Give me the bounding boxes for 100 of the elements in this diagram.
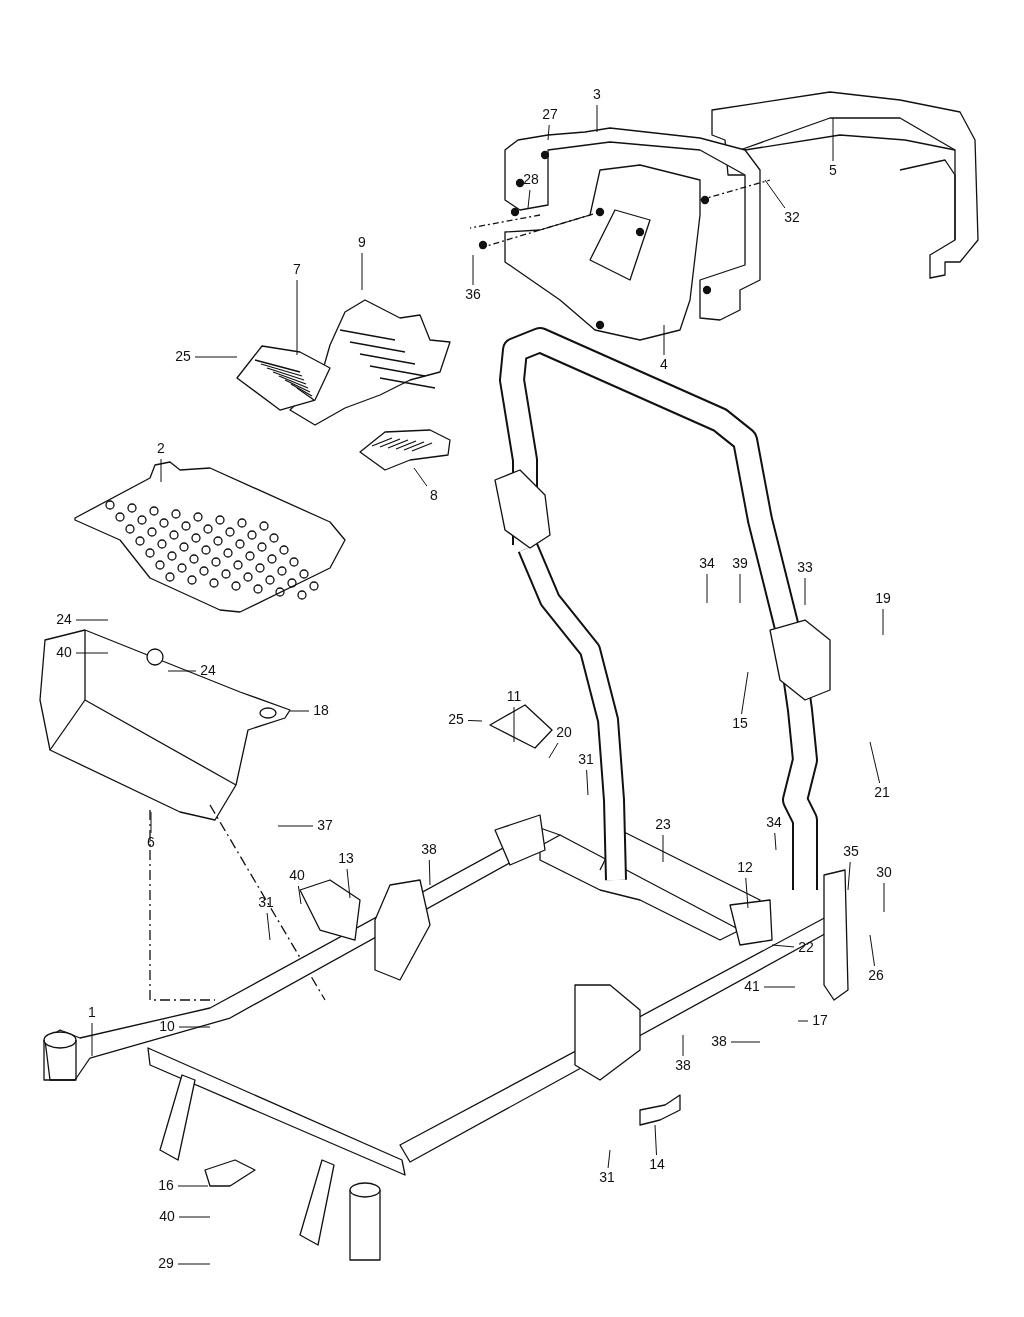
leader-line: [178, 1216, 211, 1218]
leader-line: [883, 882, 885, 913]
callout-number: 15: [728, 715, 752, 733]
leader-line: [774, 832, 777, 851]
callout-number: 20: [552, 724, 576, 742]
callout-number: 10: [155, 1018, 179, 1036]
callout-number: 11: [502, 688, 526, 706]
callout-number: 19: [871, 590, 895, 608]
callout-number: 35: [839, 843, 863, 861]
leader-line: [177, 1263, 211, 1265]
callout-number: 12: [733, 859, 757, 877]
leader-line: [91, 1022, 93, 1057]
callout-number: 27: [538, 106, 562, 124]
leader-line: [266, 912, 271, 941]
callout-number: 6: [139, 834, 163, 852]
leader-line: [297, 885, 302, 905]
leader-line: [75, 619, 109, 621]
callout-number: 36: [461, 286, 485, 304]
callout-number: 18: [309, 702, 333, 720]
leader-line: [548, 742, 559, 759]
leader-line: [513, 706, 515, 743]
callout-number: 24: [196, 662, 220, 680]
callout-number: 29: [154, 1255, 178, 1273]
callout-number: 31: [574, 751, 598, 769]
leader-line: [472, 254, 474, 286]
callout-number: 34: [695, 555, 719, 573]
leader-line: [177, 1185, 209, 1187]
leader-line: [797, 1020, 809, 1022]
leader-line: [741, 671, 749, 715]
callout-number: 30: [872, 864, 896, 882]
callout-number: 28: [519, 171, 543, 189]
callout-number: 21: [870, 784, 894, 802]
leader-line: [763, 986, 796, 988]
callout-number: 40: [285, 867, 309, 885]
callout-number: 1: [80, 1004, 104, 1022]
leader-line: [730, 1041, 761, 1043]
callout-number: 13: [334, 850, 358, 868]
callout-number: 5: [821, 162, 845, 180]
callout-number: 16: [154, 1177, 178, 1195]
callout-number: 38: [707, 1033, 731, 1051]
callout-number: 9: [350, 234, 374, 252]
leader-line: [882, 608, 884, 636]
leader-line: [277, 825, 314, 827]
leader-line: [547, 124, 550, 141]
leader-line: [194, 356, 238, 358]
leader-line: [467, 719, 483, 722]
leader-line: [869, 934, 876, 967]
callout-number: 24: [52, 611, 76, 629]
callout-number: 37: [313, 817, 337, 835]
callout-number: 14: [645, 1156, 669, 1174]
callout-number: 23: [651, 816, 675, 834]
callout-number: 34: [762, 814, 786, 832]
leader-line: [706, 573, 708, 604]
leader-line: [178, 1026, 211, 1028]
leader-line: [596, 104, 598, 133]
leader-line: [764, 179, 786, 209]
leader-line: [804, 577, 806, 606]
callout-number: 41: [740, 978, 764, 996]
callout-number: 26: [864, 967, 888, 985]
callout-number: 31: [595, 1169, 619, 1187]
leader-line: [663, 324, 665, 356]
leader-line: [739, 573, 741, 604]
leader-line: [682, 1034, 684, 1057]
leader-line: [160, 458, 162, 483]
callout-number: 40: [155, 1208, 179, 1226]
leader-line: [296, 279, 298, 356]
callout-number: 3: [585, 86, 609, 104]
leader-line: [832, 117, 834, 162]
leader-line: [361, 252, 363, 291]
leader-line: [428, 859, 431, 886]
callout-number: 38: [671, 1057, 695, 1075]
callout-number: 2: [149, 440, 173, 458]
leader-line: [527, 189, 531, 209]
callout-number: 4: [652, 356, 676, 374]
leader-line: [654, 1124, 657, 1156]
leader-line: [289, 710, 310, 712]
leader-line: [413, 467, 428, 487]
callout-number: 8: [422, 487, 446, 505]
callout-number: 40: [52, 644, 76, 662]
leader-line: [869, 741, 881, 784]
callout-number: 25: [171, 348, 195, 366]
leader-line: [847, 861, 851, 891]
callout-number: 25: [444, 711, 468, 729]
callout-number: 31: [254, 894, 278, 912]
leader-line: [167, 670, 197, 672]
leader-line: [662, 834, 664, 863]
callout-number: 17: [808, 1012, 832, 1030]
leader-line: [586, 769, 589, 796]
callout-number: 38: [417, 841, 441, 859]
leader-line: [75, 652, 109, 654]
leader-line: [150, 811, 152, 834]
leader-line: [607, 1149, 611, 1169]
callout-number: 33: [793, 559, 817, 577]
leader-line: [771, 944, 795, 948]
callout-number: 22: [794, 939, 818, 957]
callout-number: 39: [728, 555, 752, 573]
callout-number: 7: [285, 261, 309, 279]
leader-line: [346, 868, 351, 899]
leader-line: [745, 877, 749, 909]
callout-number: 32: [780, 209, 804, 227]
